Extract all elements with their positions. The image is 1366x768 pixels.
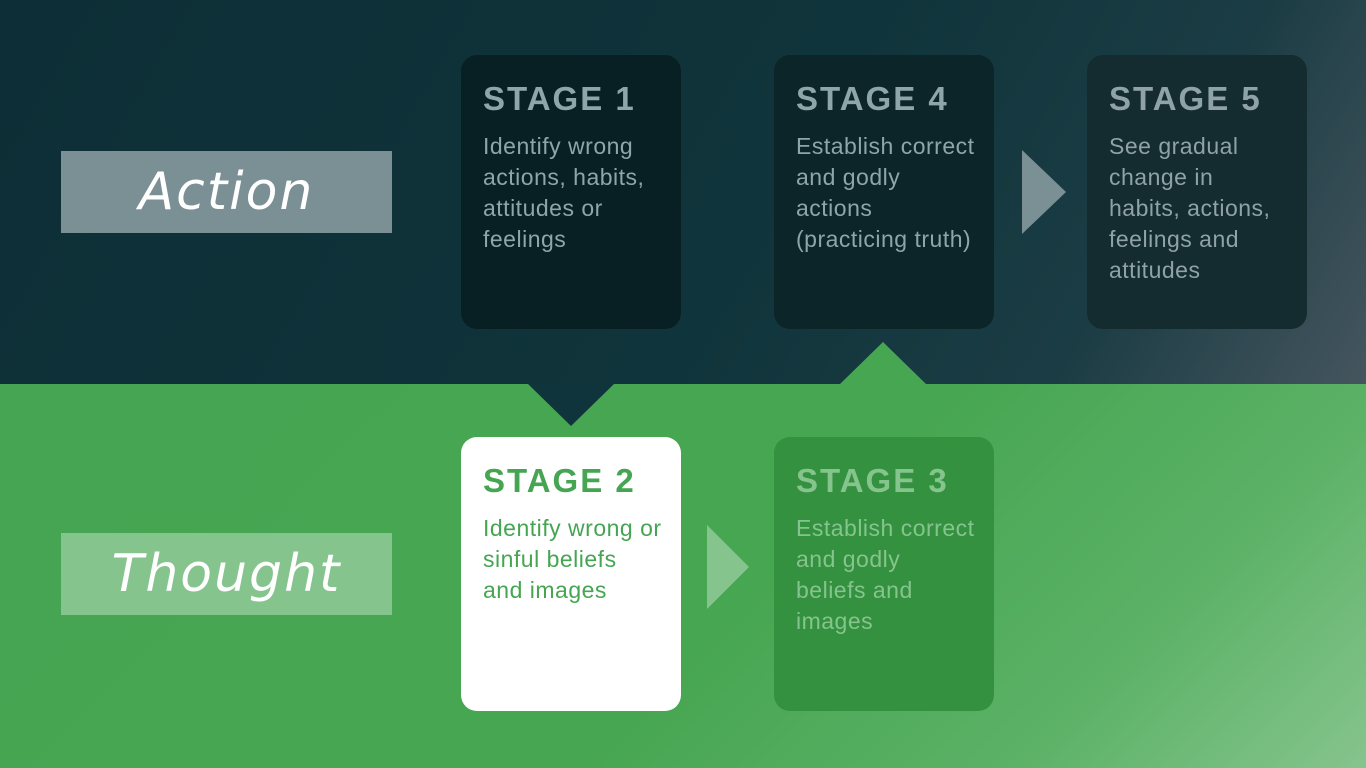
stage-2-text: Identify wrong or sinful beliefs and ima…: [483, 515, 662, 603]
stage-5-card: STAGE 5 See gradual change in habits, ac…: [1087, 55, 1307, 329]
stage-4-card: STAGE 4 Establish correct and godly acti…: [774, 55, 994, 329]
triangle-right-icon: [1022, 150, 1066, 234]
triangle-up-icon: [840, 342, 926, 384]
stage-2-title: STAGE 2: [483, 462, 636, 499]
stage-3-text: Establish correct and godly beliefs and …: [796, 515, 975, 634]
stage-4-title: STAGE 4: [796, 80, 949, 117]
stage-3-card: STAGE 3 Establish correct and godly beli…: [774, 437, 994, 711]
stage-1-text: Identify wrong actions, habits, attitude…: [483, 133, 645, 252]
stage-1-card: STAGE 1 Identify wrong actions, habits, …: [461, 55, 681, 329]
stage-5-title: STAGE 5: [1109, 80, 1262, 117]
stage-2-card: STAGE 2 Identify wrong or sinful beliefs…: [461, 437, 681, 711]
thought-row-label: Thought: [61, 533, 392, 615]
triangle-down-icon: [528, 384, 614, 426]
action-row-label: Action: [61, 151, 392, 233]
stage-4-text: Establish correct and godly actions (pra…: [796, 133, 975, 252]
stage-3-title: STAGE 3: [796, 462, 949, 499]
stage-1-title: STAGE 1: [483, 80, 636, 117]
triangle-right-icon: [707, 525, 749, 609]
stage-5-text: See gradual change in habits, actions, f…: [1109, 133, 1271, 283]
